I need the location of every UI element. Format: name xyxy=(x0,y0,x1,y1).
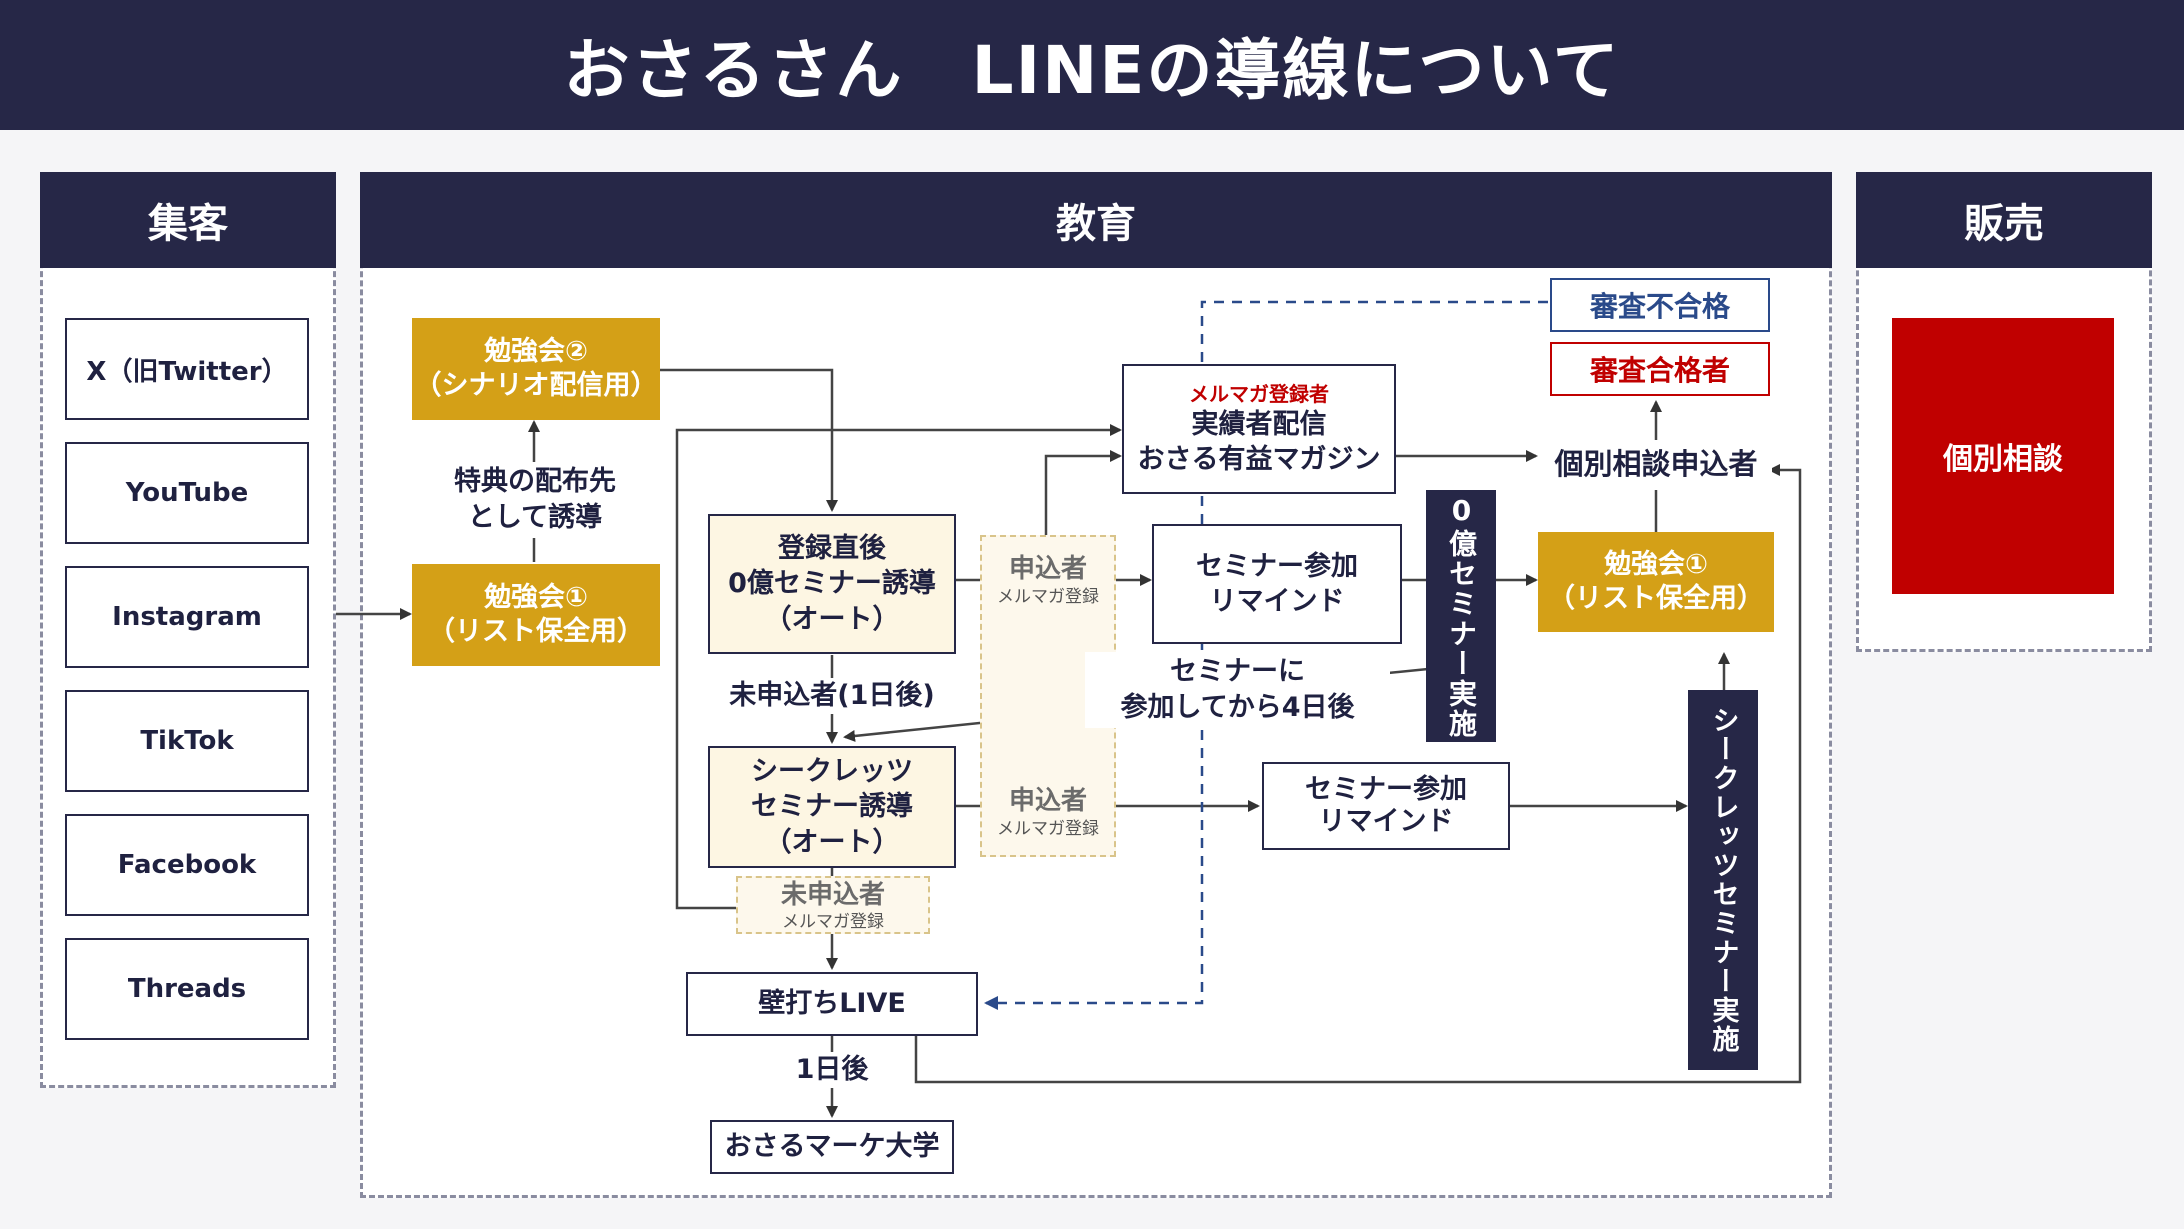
applicant-1-box: 申込者 メルマガ登録 xyxy=(980,545,1116,615)
tokuten-line-2: として誘導 xyxy=(467,502,603,533)
study-group-2-subtitle: （シナリオ配信用） xyxy=(414,370,658,401)
secrets-seminar-held-box: シークレッツセミナー実施 xyxy=(1688,690,1758,1070)
registration-line-1: 登録直後 xyxy=(778,533,886,565)
magazine-tag: メルマガ登録者 xyxy=(1189,381,1329,406)
one-day-label: 1日後 xyxy=(782,1052,882,1088)
consultation-applicant-label: 個別相談申込者 xyxy=(1540,442,1772,488)
applicant-2-sub: メルマガ登録 xyxy=(997,819,1099,840)
source-instagram: Instagram xyxy=(65,566,309,668)
after-4-days-label: セミナーに 参加してから4日後 xyxy=(1085,652,1390,728)
source-facebook: Facebook xyxy=(65,814,309,916)
registration-line-3: （オート） xyxy=(764,603,900,635)
study-group-1-right-box: 勉強会① （リスト保全用） xyxy=(1538,532,1774,632)
study-group-1-box: 勉強会① （リスト保全用） xyxy=(412,564,660,666)
sales-kobetsu-box: 個別相談 xyxy=(1892,318,2114,594)
section-header-education: 教育 xyxy=(360,172,1832,268)
section-header-sales: 販売 xyxy=(1856,172,2152,268)
no-application-1day-label: 未申込者(1日後) xyxy=(712,678,952,714)
applicant-2-label: 申込者 xyxy=(1008,786,1087,817)
source-threads: Threads xyxy=(65,938,309,1040)
magazine-line-2: おさる有益マガジン xyxy=(1137,444,1381,475)
seminar-remind-2-line-1: セミナー参加 xyxy=(1305,773,1467,805)
tokuten-line-1: 特典の配布先 xyxy=(454,465,616,497)
no-application-box: 未申込者 メルマガ登録 xyxy=(736,876,930,934)
seminar-remind-1-line-1: セミナー参加 xyxy=(1196,550,1358,582)
screening-pass-box: 審査合格者 xyxy=(1550,342,1770,396)
section-header-acquisition: 集客 xyxy=(40,172,336,268)
page-title: おさるさん LINEの導線について xyxy=(0,0,2184,130)
marketing-university-box: おさるマーケ大学 xyxy=(710,1120,954,1174)
secrets-seminar-box: シークレッツ セミナー誘導 （オート） xyxy=(708,746,956,868)
no-application-sub: メルマガ登録 xyxy=(782,912,884,933)
screening-fail-box: 審査不合格 xyxy=(1550,278,1770,332)
zero-seminar-box: 0億セミナー実施 xyxy=(1426,490,1496,742)
study-group-2-box: 勉強会② （シナリオ配信用） xyxy=(412,318,660,420)
seminar-remind-1-box: セミナー参加 リマインド xyxy=(1152,524,1402,644)
source-tiktok: TikTok xyxy=(65,690,309,792)
secrets-line-3: （オート） xyxy=(764,826,900,858)
seminar-remind-2-line-2: リマインド xyxy=(1318,806,1454,837)
after-4-days-line-1: セミナーに xyxy=(1170,655,1305,687)
study-group-1-right-title: 勉強会① xyxy=(1604,549,1708,581)
study-group-1-title: 勉強会① xyxy=(484,582,588,614)
applicant-1-sub: メルマガ登録 xyxy=(997,587,1099,608)
secrets-line-1: シークレッツ xyxy=(751,756,913,788)
secrets-line-2: セミナー誘導 xyxy=(751,791,913,823)
study-group-1-right-subtitle: （リスト保全用） xyxy=(1548,583,1764,614)
magazine-box: メルマガ登録者 実績者配信 おさる有益マガジン xyxy=(1122,364,1396,494)
registration-line-2: 0億セミナー誘導 xyxy=(728,568,936,600)
source-x-twitter: X（旧Twitter） xyxy=(65,318,309,420)
source-youtube: YouTube xyxy=(65,442,309,544)
no-application-label: 未申込者 xyxy=(780,880,885,911)
magazine-line-1: 実績者配信 xyxy=(1191,408,1327,440)
seminar-remind-1-line-2: リマインド xyxy=(1209,586,1345,617)
applicant-2-box: 申込者 メルマガ登録 xyxy=(980,777,1116,847)
applicant-1-label: 申込者 xyxy=(1008,554,1087,585)
kabeuchi-live-box: 壁打ちLIVE xyxy=(686,972,978,1036)
registration-seminar-box: 登録直後 0億セミナー誘導 （オート） xyxy=(708,514,956,654)
study-group-2-title: 勉強会② xyxy=(484,336,588,368)
after-4-days-line-2: 参加してから4日後 xyxy=(1120,692,1355,723)
tokuten-label: 特典の配布先 として誘導 xyxy=(430,462,640,538)
study-group-1-subtitle: （リスト保全用） xyxy=(428,616,644,647)
seminar-remind-2-box: セミナー参加 リマインド xyxy=(1262,762,1510,850)
